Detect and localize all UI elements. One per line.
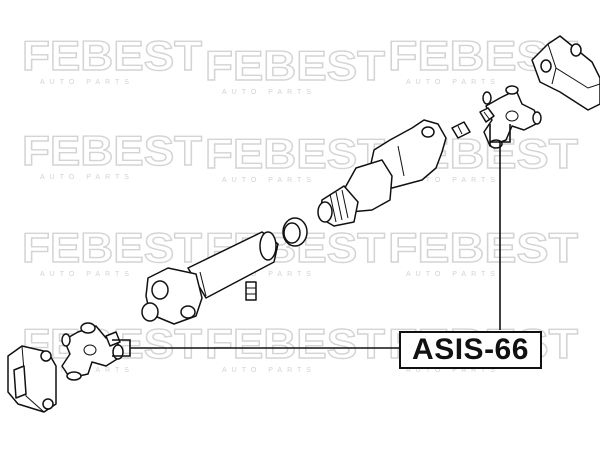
watermark-11: FEBEST AUTO PARTS (204, 319, 386, 374)
grease-cap (141, 302, 159, 322)
flange-yoke-rear (531, 35, 600, 111)
slip-yoke-assembly (317, 119, 447, 227)
watermark-brand: FEBEST (22, 32, 202, 79)
leader-lines (112, 124, 511, 357)
watermark-brand: FEBEST (22, 224, 202, 271)
bolt-rear (451, 121, 471, 139)
part-number-label: ASIS-66 (399, 331, 542, 369)
watermark-tagline: AUTO PARTS (40, 271, 134, 278)
watermark-1: FEBEST AUTO PARTS (21, 31, 203, 86)
watermark-brand: FEBEST (205, 320, 385, 367)
bolt-middle (245, 281, 257, 301)
watermark-layer: FEBEST AUTO PARTS FEBEST AUTO PARTS FEBE… (21, 31, 579, 374)
watermark-9: FEBEST AUTO PARTS (387, 223, 579, 278)
flange-yoke-front (7, 345, 57, 413)
universal-joint-cross-rear (482, 85, 542, 149)
watermark-tagline: AUTO PARTS (406, 367, 500, 374)
dust-seal-ring (282, 217, 308, 247)
watermark-brand: FEBEST (22, 127, 202, 174)
grease-fitting-rear (479, 107, 495, 123)
watermark-tagline: AUTO PARTS (406, 79, 500, 86)
watermark-tagline: AUTO PARTS (222, 271, 316, 278)
watermark-tagline: AUTO PARTS (222, 89, 316, 96)
watermark-4: FEBEST AUTO PARTS (21, 126, 203, 181)
watermark-brand: FEBEST (205, 42, 385, 89)
watermark-tagline: AUTO PARTS (406, 271, 500, 278)
watermark-2: FEBEST AUTO PARTS (204, 41, 386, 96)
watermark-7: FEBEST AUTO PARTS (21, 223, 203, 278)
watermark-tagline: AUTO PARTS (406, 177, 500, 184)
watermark-tagline: AUTO PARTS (222, 177, 316, 184)
watermark-brand: FEBEST (388, 224, 578, 271)
watermark-tagline: AUTO PARTS (222, 367, 316, 374)
part-number-text: ASIS-66 (412, 333, 529, 366)
watermark-tagline: AUTO PARTS (40, 174, 134, 181)
propeller-shaft-tube (145, 231, 279, 325)
watermark-tagline: AUTO PARTS (40, 79, 134, 86)
grease-fitting-front (105, 331, 121, 347)
